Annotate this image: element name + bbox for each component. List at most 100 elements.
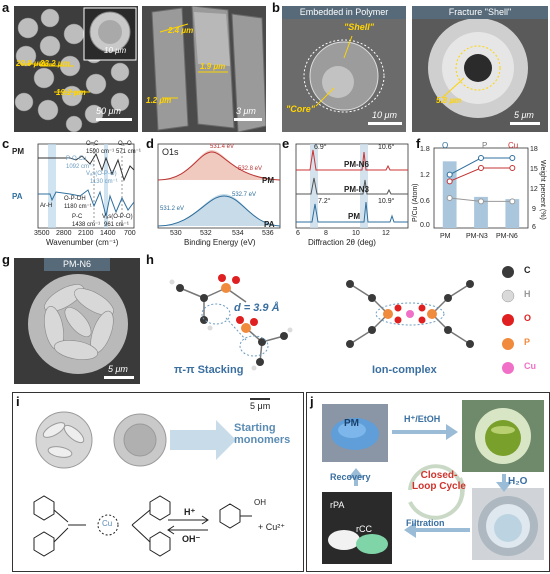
- composition-chart: [433, 147, 529, 229]
- size-annotation: 1.9 μm: [200, 62, 226, 71]
- bar-PM-N3: [474, 196, 488, 228]
- molecular-models: [169, 274, 474, 371]
- copper-ion-label: + Cu²⁺: [258, 522, 286, 532]
- peak-annotation: O₂-O: [118, 141, 132, 147]
- x-tick: 534: [232, 230, 244, 237]
- y-tick-left: 1.8: [420, 146, 430, 153]
- panel-label-e: e: [282, 136, 290, 151]
- scale-text: 5 μm: [250, 398, 271, 411]
- bar-PM-N6: [505, 199, 520, 228]
- point-Cu-PM-N6: [509, 165, 516, 171]
- point-P-PM-N6: [509, 198, 516, 205]
- plate-structures: [151, 6, 266, 132]
- pm-label: PM: [344, 418, 359, 429]
- scale-bar: [234, 118, 262, 121]
- scale-text: 10 μm: [372, 110, 397, 120]
- starting-monomers-label: Starting monomers: [234, 422, 291, 446]
- core-label: "Core": [286, 104, 316, 114]
- point-Cu-PM-N3: [478, 165, 484, 171]
- caption-ion-complex: Ion-complex: [372, 364, 437, 376]
- peak-annotation: O-P-OH: [64, 196, 86, 202]
- point-P-PM: [446, 195, 453, 201]
- pm-photo: [322, 404, 388, 462]
- atom-legend-markers: [501, 266, 515, 374]
- y-tick-right: 12: [530, 186, 538, 193]
- legend-label-cu: Cu: [524, 361, 536, 371]
- x-tick: 1400: [100, 230, 116, 237]
- rcc-label: rCC: [356, 524, 372, 534]
- panel-label-j: j: [310, 394, 314, 409]
- peak-annotation: O=C: [86, 141, 99, 147]
- panel-label-a: a: [2, 0, 10, 15]
- scale-text: 50 μm: [96, 106, 121, 116]
- peak-annotation: 532.7 eV: [232, 192, 257, 198]
- scale-text: 5 μm: [514, 110, 534, 120]
- panel-label-d: d: [146, 136, 154, 151]
- sem-image-microspheres: [14, 6, 138, 132]
- x-tick: 2100: [78, 230, 94, 237]
- recovered-products-photo: [322, 492, 392, 564]
- peak-annotation: 10.6°: [378, 144, 395, 151]
- reaction-scheme: [33, 495, 252, 557]
- x-tick: 700: [124, 230, 136, 237]
- size-annotation: 1.2 μm: [146, 96, 172, 105]
- series-label-pm: PM: [262, 176, 274, 185]
- panel-label-f: f: [416, 136, 421, 151]
- point-O-PM-N3: [478, 155, 484, 161]
- series-label: PM: [348, 212, 360, 221]
- oh-label: OH: [254, 498, 266, 507]
- cycle-arrows: [348, 424, 512, 538]
- peak-annotation: 1438 cm⁻¹: [72, 222, 101, 228]
- y-tick-right: 6: [532, 224, 536, 231]
- dissolution-photo: [462, 400, 544, 472]
- size-annotation: 20.9 μm: [16, 59, 46, 68]
- x-axis-label: Wavenumber (cm⁻¹): [46, 238, 119, 247]
- step-recovery: Recovery: [330, 472, 371, 482]
- y-tick-left: 0.0: [420, 222, 430, 229]
- peak-annotation: 1590 cm⁻¹: [86, 149, 115, 155]
- size-annotation: 23.2 μm: [40, 59, 70, 68]
- x-tick: 536: [262, 230, 274, 237]
- x-axis-label: Diffraction 2θ (deg): [308, 238, 376, 247]
- series-label-pa: PA: [12, 192, 23, 201]
- series-label-pa: PA: [264, 220, 275, 229]
- peak-annotation: 6.9°: [314, 144, 327, 151]
- peak-annotation: 531.2 eV: [160, 206, 185, 212]
- panel-i-box: [12, 392, 304, 572]
- step-water: H₂O: [508, 476, 528, 487]
- xrd-plot: [295, 143, 409, 229]
- panel-label-h: h: [146, 252, 154, 267]
- peak-annotation: 7.2°: [318, 198, 331, 205]
- category-label: PM: [440, 233, 451, 240]
- legend-p: P: [482, 141, 488, 150]
- inset-scale-text: 10 μm: [104, 46, 127, 55]
- peak-annotation: 1180 cm⁻¹: [64, 204, 92, 210]
- panel-label-b: b: [272, 0, 280, 15]
- shell-label: "Shell": [344, 22, 375, 32]
- plot-title: O1s: [162, 147, 179, 157]
- scale-text: 3 μm: [236, 106, 256, 116]
- point-O-PM-N6: [509, 155, 516, 161]
- panel-label-i: i: [16, 394, 20, 409]
- peak-annotation: 531.4 eV: [210, 144, 235, 150]
- peak-annotation: 571 cm⁻¹: [116, 149, 141, 155]
- panel-label-g: g: [2, 252, 10, 267]
- point-O-PM: [446, 171, 453, 178]
- caption-pi-stacking: π-π Stacking: [174, 364, 244, 376]
- reaction-acid: H⁺: [184, 507, 196, 517]
- legend-o: O: [442, 141, 449, 150]
- y-axis-label-left: P/Cu (Atom): [412, 183, 419, 222]
- x-tick: 10: [352, 230, 360, 237]
- category-label: PM-N6: [496, 233, 518, 240]
- x-tick: 3500: [34, 230, 50, 237]
- peak-annotation: 1092 cm⁻¹: [66, 164, 95, 170]
- fractured-shell: [428, 18, 528, 118]
- size-annotation: 2.4 μm: [168, 26, 194, 35]
- y-tick-right: 9: [532, 206, 536, 213]
- xps-plot: [157, 143, 281, 229]
- x-tick: 530: [170, 230, 182, 237]
- legend-label-p: P: [524, 337, 531, 347]
- sem-image-embedded: [282, 6, 406, 132]
- y-axis-label-right: Weight percent (%): [539, 160, 546, 220]
- category-label: PM-N3: [466, 233, 488, 240]
